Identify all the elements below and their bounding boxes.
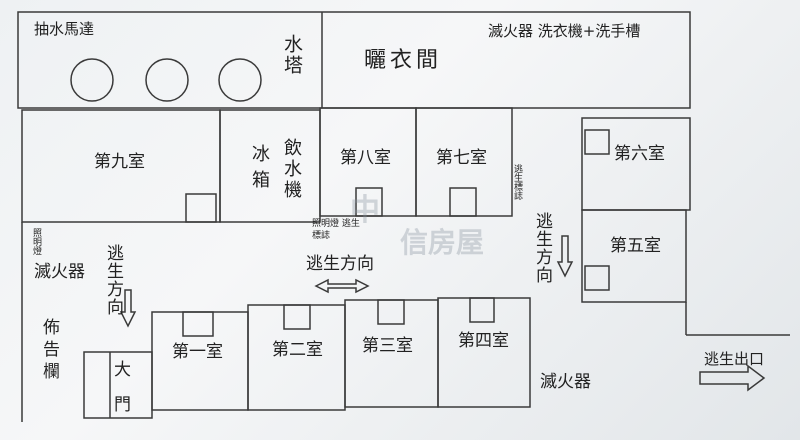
main-door-outline bbox=[83, 351, 153, 419]
water-dispenser-label: 飲水機 bbox=[281, 138, 302, 201]
room2-door bbox=[283, 304, 311, 330]
room4-outline bbox=[437, 297, 531, 408]
fridge-label: 冰箱 bbox=[249, 144, 270, 196]
tank-circle-1 bbox=[70, 58, 114, 102]
main-door-label: 大門 bbox=[110, 360, 130, 430]
escape-dir-left-label: 逃生方向 bbox=[103, 244, 123, 316]
room2-label: 第二室 bbox=[272, 340, 323, 360]
room6-label: 第六室 bbox=[614, 144, 665, 164]
room1-label: 第一室 bbox=[172, 342, 223, 362]
exit-label: 逃生出口 bbox=[704, 350, 765, 368]
lighting-label: 照明燈 bbox=[31, 228, 41, 255]
water-tower-label: 水塔 bbox=[281, 34, 303, 76]
arrow-double-center bbox=[314, 278, 370, 294]
room9-door bbox=[185, 193, 217, 223]
room7-door bbox=[449, 187, 477, 217]
escape-dir-center-label: 逃生方向 bbox=[306, 254, 374, 274]
room3-label: 第三室 bbox=[362, 336, 413, 356]
bulletin-label: 佈告欄 bbox=[39, 318, 59, 384]
watermark: 中 信房屋 bbox=[300, 185, 510, 265]
room8-label: 第八室 bbox=[340, 148, 391, 168]
extinguisher-left-label: 滅火器 bbox=[34, 262, 85, 282]
watermark-mark: 中 bbox=[350, 193, 380, 228]
tank-circle-2 bbox=[145, 58, 189, 102]
room7-label: 第七室 bbox=[436, 148, 487, 168]
lighting-escape-sign-label: 照明燈 逃生標誌 bbox=[312, 219, 360, 241]
room4-label: 第四室 bbox=[458, 331, 509, 351]
room6-door bbox=[584, 129, 610, 155]
room8-door bbox=[355, 187, 383, 217]
room9-label: 第九室 bbox=[94, 152, 145, 172]
escape-sign-label: 逃生標誌 bbox=[512, 164, 522, 200]
tank-circle-3 bbox=[218, 58, 262, 102]
room4-door bbox=[469, 297, 495, 323]
arrow-right-exit bbox=[699, 364, 766, 392]
watermark-text: 信房屋 bbox=[400, 226, 485, 259]
extinguisher-bottom-label: 滅火器 bbox=[540, 372, 591, 392]
room5-door bbox=[584, 265, 610, 291]
arrow-down-right bbox=[556, 235, 574, 278]
pump-label: 抽水馬達 bbox=[34, 20, 95, 38]
arrow-down-left bbox=[119, 289, 137, 328]
room6-outline bbox=[581, 117, 691, 211]
extinguisher-top-label: 滅火器 洗衣機+洗手槽 bbox=[488, 22, 641, 40]
room1-door bbox=[182, 311, 214, 337]
room3-door bbox=[377, 299, 405, 325]
drying-room-label: 曬衣間 bbox=[364, 48, 443, 73]
room5-outline bbox=[581, 209, 687, 303]
room5-label: 第五室 bbox=[610, 236, 661, 256]
escape-dir-right-label: 逃生方向 bbox=[532, 212, 552, 284]
